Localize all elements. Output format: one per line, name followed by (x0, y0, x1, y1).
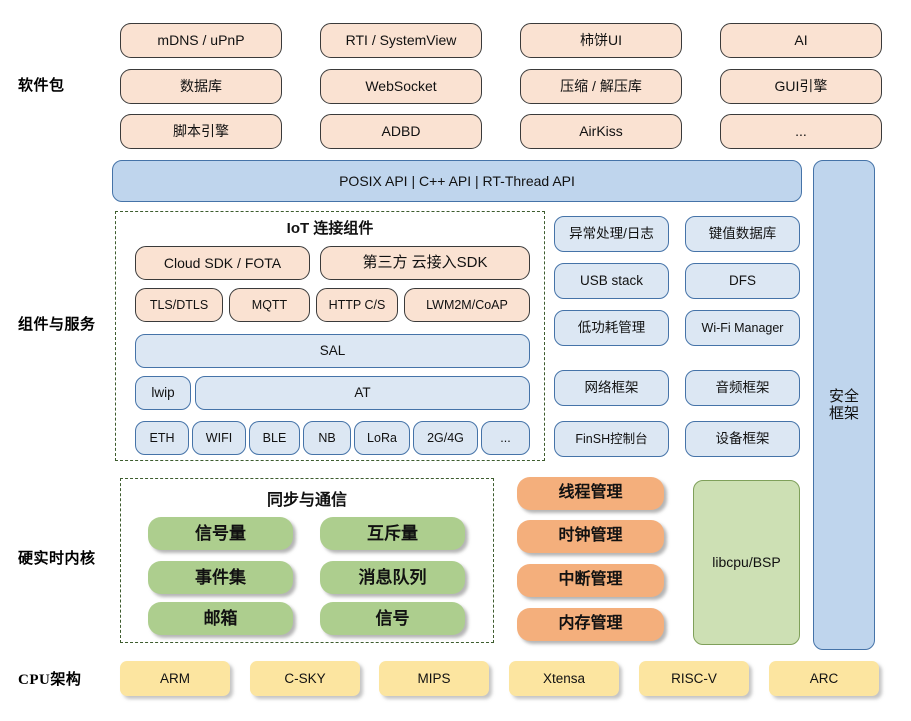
component-box[interactable]: Wi-Fi Manager (685, 310, 800, 346)
iot-protocol-box[interactable]: MQTT (229, 288, 310, 322)
kernel-management-box[interactable]: 中断管理 (517, 564, 664, 597)
link-box[interactable]: 2G/4G (413, 421, 478, 455)
component-box[interactable]: DFS (685, 263, 800, 299)
lwip-box[interactable]: lwip (135, 376, 191, 410)
iot-sdk-box[interactable]: Cloud SDK / FOTA (135, 246, 310, 280)
package-box[interactable]: ... (720, 114, 882, 149)
iot-protocol-box[interactable]: LWM2M/CoAP (404, 288, 530, 322)
row-label-software-package: 软件包 (18, 78, 65, 94)
package-box[interactable]: RTI / SystemView (320, 23, 482, 58)
link-box[interactable]: ... (481, 421, 530, 455)
sync-comm-group (120, 478, 494, 643)
package-box[interactable]: AirKiss (520, 114, 682, 149)
link-box[interactable]: LoRa (354, 421, 410, 455)
security-framework-box: 安全 框架 (813, 160, 875, 650)
kernel-management-box[interactable]: 线程管理 (517, 477, 664, 510)
kernel-sync-box[interactable]: 事件集 (148, 561, 293, 594)
link-box[interactable]: WIFI (192, 421, 246, 455)
cpu-arch-box[interactable]: ARC (769, 661, 879, 696)
package-box[interactable]: 脚本引擎 (120, 114, 282, 149)
row-label-hard-realtime-kernel: 硬实时内核 (18, 551, 96, 567)
row-label-cpu-architecture: CPU架构 (18, 672, 82, 688)
at-box[interactable]: AT (195, 376, 530, 410)
component-box[interactable]: 低功耗管理 (554, 310, 669, 346)
cpu-arch-box[interactable]: MIPS (379, 661, 489, 696)
component-box[interactable]: 设备框架 (685, 421, 800, 457)
kernel-sync-box[interactable]: 消息队列 (320, 561, 465, 594)
package-box[interactable]: mDNS / uPnP (120, 23, 282, 58)
kernel-sync-box[interactable]: 互斥量 (320, 517, 465, 550)
package-box[interactable]: 压缩 / 解压库 (520, 69, 682, 104)
security-framework-line2: 框架 (828, 405, 859, 422)
package-box[interactable]: 数据库 (120, 69, 282, 104)
package-box[interactable]: GUI引擎 (720, 69, 882, 104)
link-box[interactable]: ETH (135, 421, 189, 455)
kernel-management-box[interactable]: 时钟管理 (517, 520, 664, 553)
iot-protocol-box[interactable]: TLS/DTLS (135, 288, 223, 322)
kernel-sync-box[interactable]: 信号量 (148, 517, 293, 550)
libcpu-bsp-box[interactable]: libcpu/BSP (693, 480, 800, 645)
iot-sdk-box[interactable]: 第三方 云接入SDK (320, 246, 530, 280)
component-box[interactable]: 网络框架 (554, 370, 669, 406)
sync-comm-group-title: 同步与通信 (266, 492, 347, 509)
package-box[interactable]: WebSocket (320, 69, 482, 104)
iot-connect-group (115, 211, 545, 461)
component-box[interactable]: FinSH控制台 (554, 421, 669, 457)
component-box[interactable]: 音频框架 (685, 370, 800, 406)
cpu-arch-box[interactable]: RISC-V (639, 661, 749, 696)
component-box[interactable]: 异常处理/日志 (554, 216, 669, 252)
security-framework-line1: 安全 (828, 387, 859, 405)
package-box[interactable]: AI (720, 23, 882, 58)
cpu-arch-box[interactable]: C-SKY (250, 661, 360, 696)
kernel-sync-box[interactable]: 邮箱 (148, 602, 293, 635)
cpu-arch-box[interactable]: ARM (120, 661, 230, 696)
iot-group-title: IoT 连接组件 (286, 220, 374, 237)
link-box[interactable]: BLE (249, 421, 300, 455)
row-label-components-services: 组件与服务 (18, 317, 96, 333)
package-box[interactable]: 柿饼UI (520, 23, 682, 58)
api-bar: POSIX API | C++ API | RT-Thread API (112, 160, 802, 202)
cpu-arch-box[interactable]: Xtensa (509, 661, 619, 696)
sal-box[interactable]: SAL (135, 334, 530, 368)
link-box[interactable]: NB (303, 421, 351, 455)
kernel-sync-box[interactable]: 信号 (320, 602, 465, 635)
component-box[interactable]: 键值数据库 (685, 216, 800, 252)
kernel-management-box[interactable]: 内存管理 (517, 608, 664, 641)
package-box[interactable]: ADBD (320, 114, 482, 149)
component-box[interactable]: USB stack (554, 263, 669, 299)
iot-protocol-box[interactable]: HTTP C/S (316, 288, 398, 322)
